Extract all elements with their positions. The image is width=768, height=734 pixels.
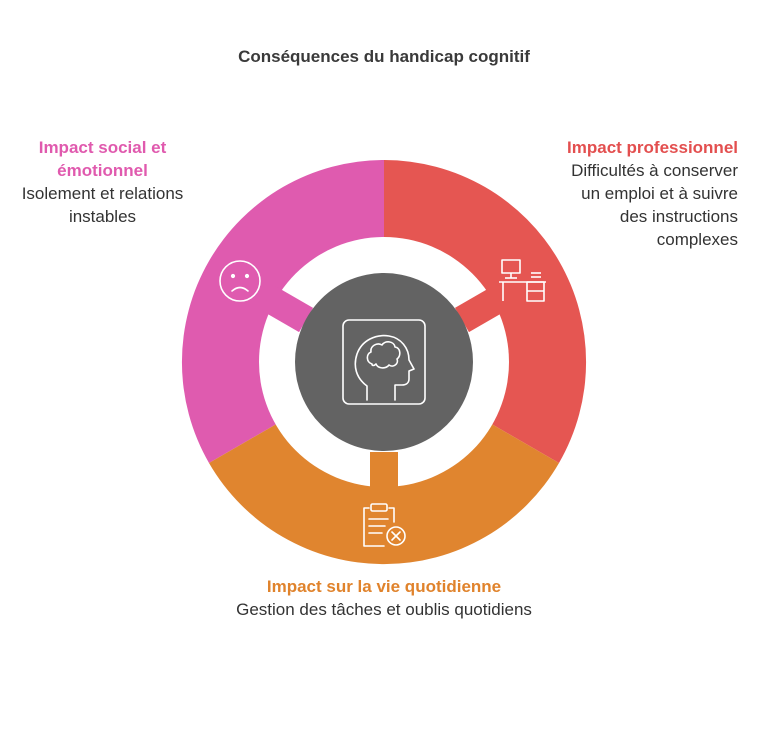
label-professional-description: Difficultés à conserver un emploi et à s… [571,161,738,249]
label-professional: Impact professionnel Difficultés à conse… [560,136,738,251]
center-circle [295,273,473,451]
clipboard-cancel-icon [363,503,406,547]
label-social-description: Isolement et relations instables [21,184,184,226]
sad-face-icon [219,260,261,302]
connector-social [260,285,314,333]
label-daily-description: Gestion des tâches et oublis quotidiens [236,600,532,619]
label-daily: Impact sur la vie quotidienne Gestion de… [234,575,534,621]
label-professional-heading: Impact professionnel [567,138,738,157]
connector-professional [454,285,508,333]
diagram-title: Conséquences du handicap cognitif [238,47,530,66]
office-desk-icon [499,259,546,302]
label-social-heading: Impact social et émotionnel [38,138,167,180]
label-social: Impact social et émotionnel Isolement et… [10,136,195,228]
connector-daily [370,452,398,494]
brain-head-icon [342,319,426,405]
label-daily-heading: Impact sur la vie quotidienne [266,577,502,596]
